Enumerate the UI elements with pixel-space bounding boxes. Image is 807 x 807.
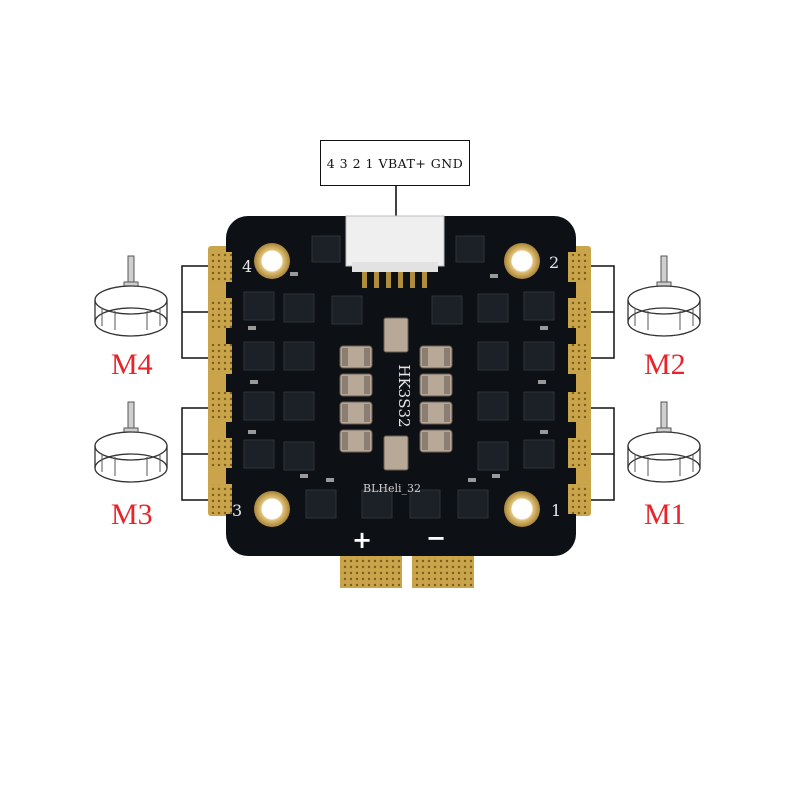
connector-pinout-label: 4 3 2 1 VBAT+ GND <box>326 155 464 171</box>
motor-wiring-lines <box>181 265 615 501</box>
signal-connector <box>345 215 445 288</box>
motor-icon-m2 <box>627 255 701 337</box>
corner-number-4: 4 <box>242 257 252 276</box>
motor-label-m3: M3 <box>111 498 153 531</box>
motor-label-m1: M1 <box>644 498 686 531</box>
corner-number-2: 2 <box>549 253 559 272</box>
small-passives <box>248 272 548 482</box>
plus-sign: + <box>352 526 372 554</box>
motor-label-m2: M2 <box>644 348 686 381</box>
mounting-hole-top-left <box>254 243 290 279</box>
mounting-hole-top-right <box>504 243 540 279</box>
connector-pinout-callout: 4 3 2 1 VBAT+ GND <box>320 140 470 186</box>
motor-label-m4: M4 <box>111 348 153 381</box>
capacitor-bank <box>339 317 453 471</box>
motor-icon-m1 <box>627 401 701 483</box>
corner-number-3: 3 <box>232 501 242 520</box>
firmware-marking: BLHeli_32 <box>363 482 421 495</box>
motor-icon-m4 <box>94 255 168 337</box>
left-motor-pads <box>210 252 232 514</box>
mounting-hole-bottom-left <box>254 491 290 527</box>
chip-marking: HK3S32 <box>395 364 413 427</box>
minus-sign: − <box>426 524 446 552</box>
mosfet-array <box>243 235 555 519</box>
mounting-hole-bottom-right <box>504 491 540 527</box>
right-motor-pads <box>568 252 590 514</box>
corner-number-1: 1 <box>551 501 561 520</box>
motor-icon-m3 <box>94 401 168 483</box>
